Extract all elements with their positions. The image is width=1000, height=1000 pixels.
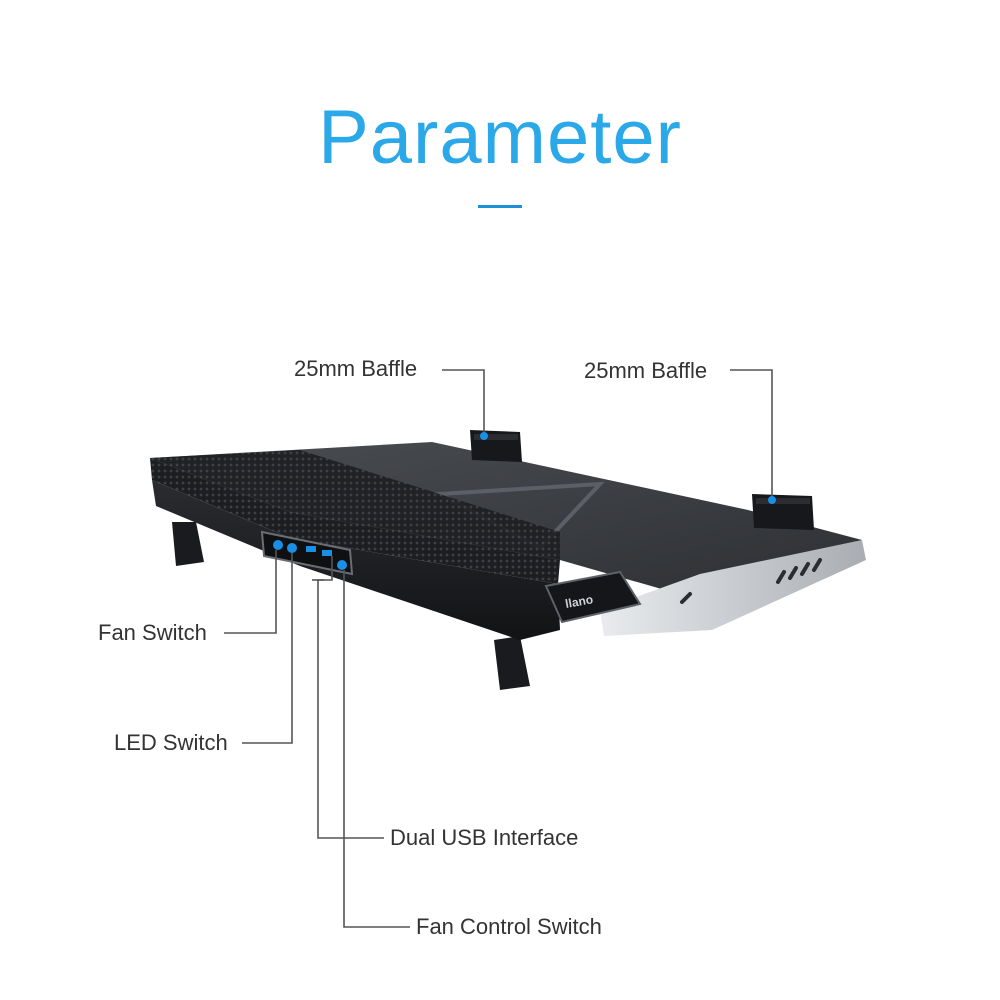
- fan-control-knob[interactable]: [337, 560, 347, 570]
- label-fan-switch: Fan Switch: [98, 620, 207, 645]
- usb-port-1[interactable]: [306, 546, 316, 552]
- fan-switch-button[interactable]: [273, 540, 283, 550]
- left-leg: [172, 522, 204, 566]
- label-baffle-left: 25mm Baffle: [294, 356, 418, 381]
- label-led-switch: LED Switch: [114, 730, 228, 755]
- brand-plate: [544, 570, 642, 624]
- baffle-right: [752, 494, 814, 530]
- front-body: [152, 480, 560, 640]
- callout-lines: [224, 369, 773, 928]
- control-panel: [260, 530, 354, 576]
- baffle-left: [470, 430, 522, 462]
- trim-vents: [680, 558, 822, 604]
- front-mesh-panel: [150, 458, 560, 584]
- label-baffle-right: 25mm Baffle: [584, 358, 708, 383]
- usb-port-2[interactable]: [322, 550, 332, 556]
- title-underline: [478, 205, 522, 208]
- silver-side-trim: [600, 540, 866, 636]
- brand-mark: llano: [564, 592, 594, 611]
- label-fan-control: Fan Control Switch: [416, 914, 602, 939]
- led-switch-button[interactable]: [287, 543, 297, 553]
- right-leg: [494, 636, 530, 690]
- page-title: Parameter: [318, 95, 682, 180]
- label-dual-usb: Dual USB Interface: [390, 825, 579, 850]
